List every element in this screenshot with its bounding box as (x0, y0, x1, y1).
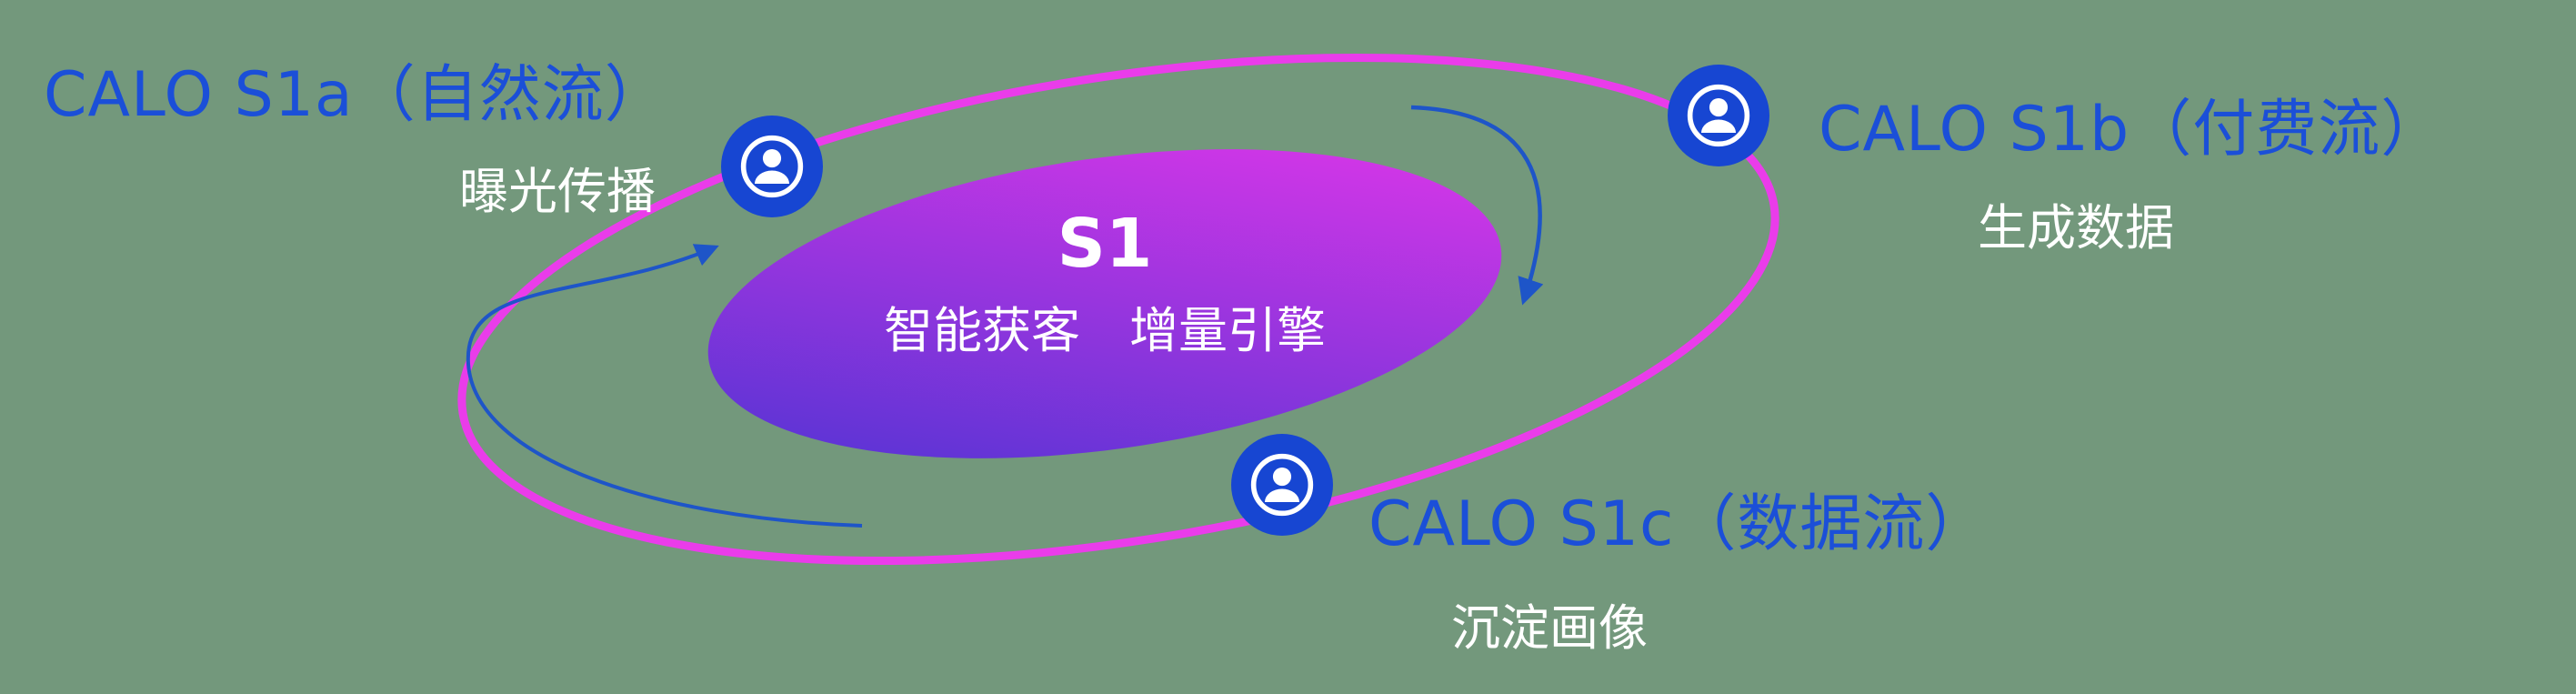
user-icon-s1a (721, 116, 823, 217)
curved-arrow-right (1410, 105, 1544, 306)
user-icon (721, 116, 823, 217)
curved-arrow-left (466, 244, 863, 528)
orbit-ring (457, 53, 1779, 566)
user-icon (1231, 434, 1333, 536)
user-icon-s1b (1668, 65, 1769, 166)
user-icon-s1c (1231, 434, 1333, 536)
user-icon (1668, 65, 1769, 166)
node-subtitle-s1a: 曝光传播 (459, 163, 656, 220)
node-title-s1a: CALO S1a（自然流） (44, 59, 667, 131)
node-subtitle-s1b: 生成数据 (1978, 199, 2174, 256)
node-subtitle-s1c: 沉淀画像 (1451, 599, 1648, 657)
node-title-s1b: CALO S1b（付费流） (1819, 94, 2444, 166)
node-title-s1c: CALO S1c（数据流） (1368, 488, 1989, 560)
center-gradient-ellipse (707, 149, 1502, 458)
